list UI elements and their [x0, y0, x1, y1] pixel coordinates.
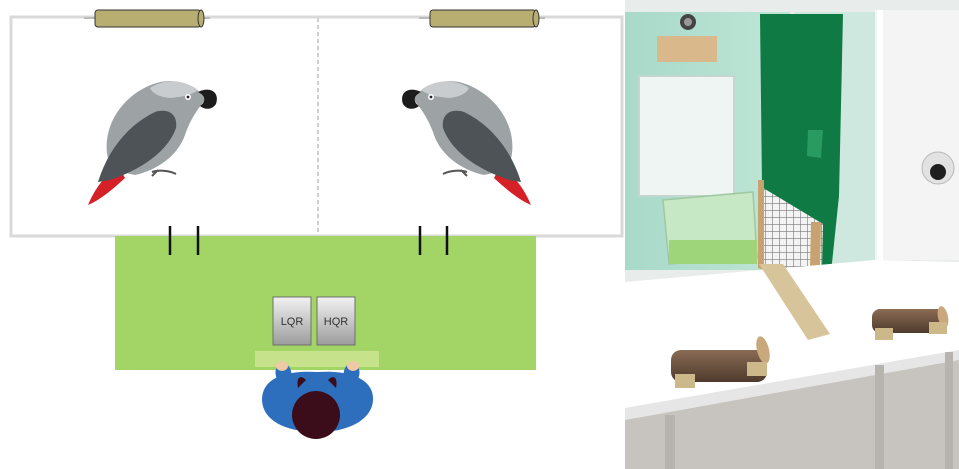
apparatus-photo	[625, 0, 959, 469]
reward-box-hqr: HQR	[317, 297, 355, 345]
person-icon	[262, 361, 373, 439]
perch-icon	[84, 10, 210, 27]
enclosure-outline	[11, 17, 622, 236]
reward-box-lqr: LQR	[273, 297, 311, 345]
perch-icon	[419, 10, 545, 27]
experimenter-ledge	[255, 351, 379, 367]
reward-box-label: HQR	[324, 316, 349, 328]
setup-diagram: LQR HQR	[0, 0, 625, 469]
camera-icon	[922, 152, 954, 184]
reward-box-label: LQR	[281, 316, 304, 328]
